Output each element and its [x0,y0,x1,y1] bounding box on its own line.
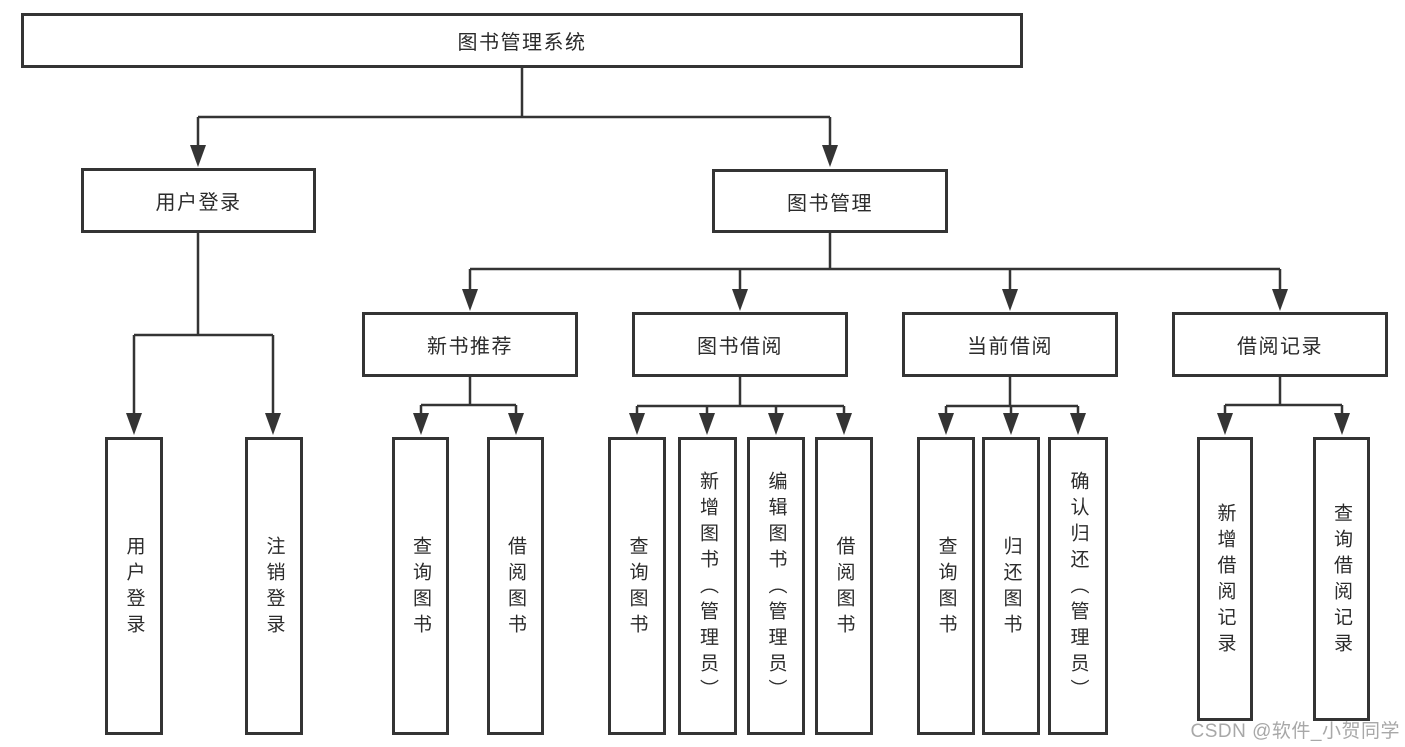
node-rec-borrow-books: 借阅图书 [487,437,544,735]
node-borrow-records: 借阅记录 [1172,312,1388,377]
node-login: 用户登录 [105,437,163,735]
node-records-query-record: 查询借阅记录 [1313,437,1370,721]
node-rec-query-books: 查询图书 [392,437,449,735]
node-current-query-books: 查询图书 [917,437,975,735]
node-new-book-rec: 新书推荐 [362,312,578,377]
node-borrow-borrow-books: 借阅图书 [815,437,873,735]
node-borrow-add-books-admin: 新增图书（管理员） [678,437,737,735]
node-records-add-record: 新增借阅记录 [1197,437,1253,721]
watermark: CSDN @软件_小贺同学 [1190,721,1400,742]
node-borrow-query-books: 查询图书 [608,437,666,735]
node-current-return-books: 归还图书 [982,437,1040,735]
node-book-mgmt: 图书管理 [712,169,948,233]
node-book-borrow: 图书借阅 [632,312,848,377]
node-logout: 注销登录 [245,437,303,735]
node-borrow-edit-books-admin: 编辑图书（管理员） [747,437,805,735]
node-user-login: 用户登录 [81,168,316,233]
node-current-confirm-return-admin: 确认归还（管理员） [1048,437,1108,735]
node-current-borrow: 当前借阅 [902,312,1118,377]
node-root: 图书管理系统 [21,13,1023,68]
